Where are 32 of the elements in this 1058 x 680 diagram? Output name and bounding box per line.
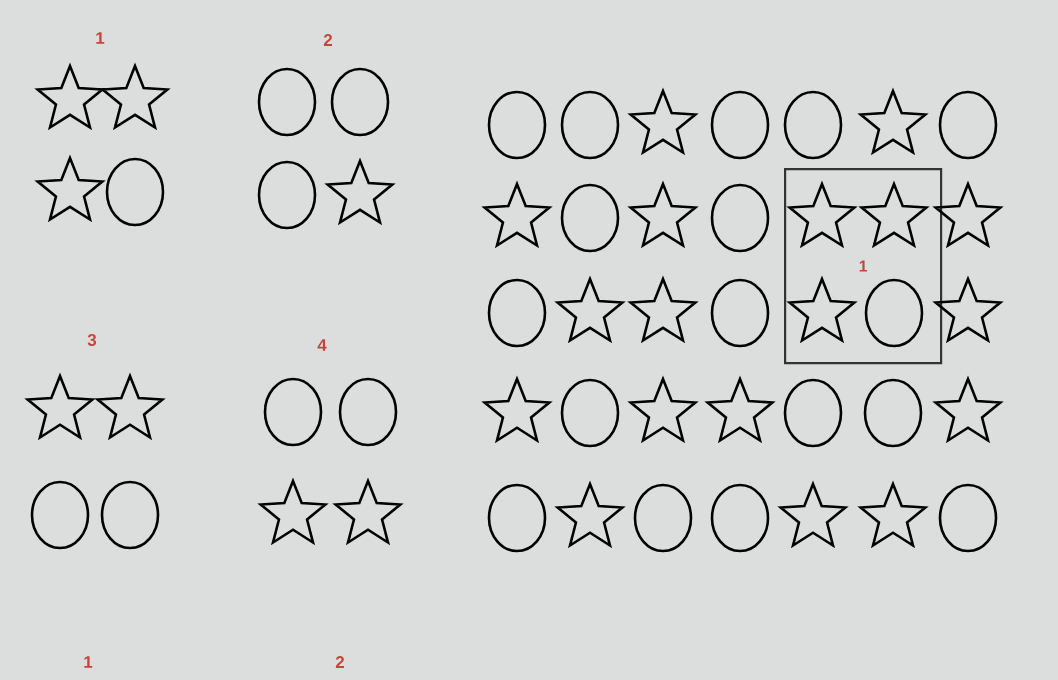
circle-shape bbox=[257, 67, 317, 137]
number-label: 2 bbox=[335, 656, 345, 668]
circle-shape bbox=[863, 378, 923, 448]
circle-shape bbox=[30, 480, 90, 550]
number-label: 1 bbox=[96, 32, 105, 44]
circle-shape bbox=[487, 90, 547, 160]
number-label: 1 bbox=[84, 656, 93, 668]
circle-shape bbox=[938, 483, 998, 553]
circle-shape bbox=[710, 483, 770, 553]
circle-shape bbox=[257, 160, 317, 230]
circle-shape bbox=[560, 183, 620, 253]
circle-shape bbox=[864, 278, 924, 348]
circle-shape bbox=[560, 90, 620, 160]
circle-shape bbox=[710, 183, 770, 253]
circle-shape bbox=[783, 378, 843, 448]
circle-shape bbox=[263, 377, 323, 447]
number-label: 3 bbox=[87, 334, 97, 346]
circle-shape bbox=[710, 90, 770, 160]
circle-shape bbox=[487, 483, 547, 553]
circle-shape bbox=[633, 483, 693, 553]
circle-shape bbox=[330, 67, 390, 137]
circle-shape bbox=[938, 90, 998, 160]
circle-shape bbox=[783, 90, 843, 160]
circle-shape bbox=[100, 480, 160, 550]
number-label: 4 bbox=[317, 339, 327, 351]
circle-shape bbox=[710, 278, 770, 348]
circle-shape bbox=[105, 157, 165, 227]
number-label: 2 bbox=[323, 34, 333, 46]
highlight-frame: 1 bbox=[784, 168, 943, 365]
circle-shape bbox=[560, 378, 620, 448]
circle-shape bbox=[487, 278, 547, 348]
circle-shape bbox=[338, 377, 398, 447]
